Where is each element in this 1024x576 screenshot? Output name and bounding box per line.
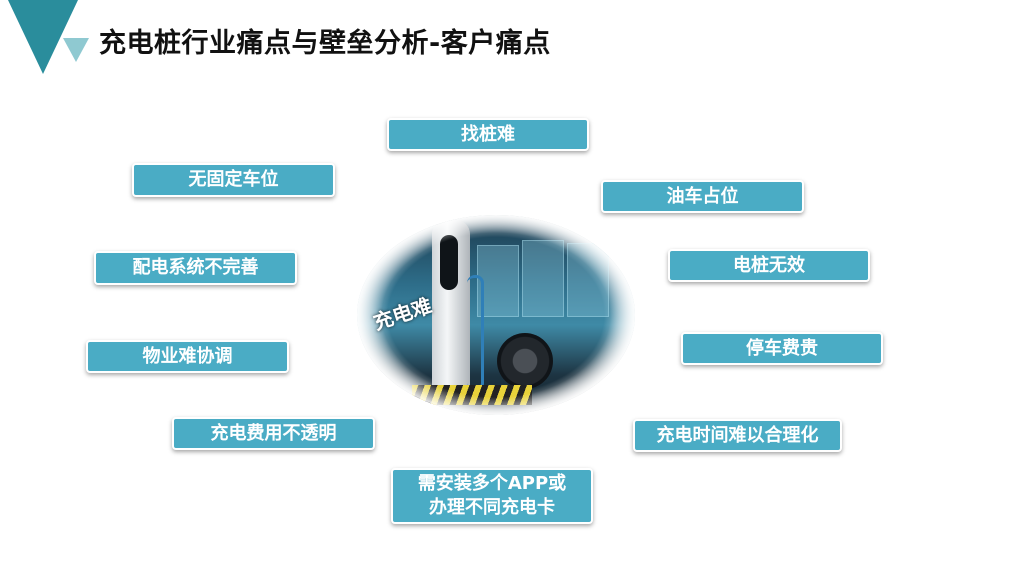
pain-point-tag: 充电时间难以合理化: [633, 419, 842, 452]
hub-image-charging-station: [357, 215, 635, 415]
pain-point-tag: 物业难协调: [86, 340, 289, 373]
pain-point-label-line2: 办理不同充电卡: [429, 497, 555, 518]
pain-point-label: 配电系统不完善: [132, 257, 259, 278]
pain-point-label: 电桩无效: [733, 254, 805, 276]
pain-point-tag: 找桩难: [387, 118, 589, 151]
pain-point-tag: 电桩无效: [668, 249, 870, 282]
pain-point-label: 无固定车位: [188, 169, 279, 190]
header-accent-triangle: [8, 0, 78, 74]
pain-point-tag: 无固定车位: [132, 163, 335, 197]
hub-vignette: [357, 215, 635, 415]
pain-point-label: 充电费用不透明: [210, 422, 337, 444]
pain-point-tag: 需安装多个APP或 办理不同充电卡: [391, 468, 593, 524]
pain-point-label: 充电时间难以合理化: [656, 424, 819, 446]
page-title: 充电桩行业痛点与壁垒分析-客户痛点: [99, 28, 551, 59]
pain-point-label: 停车费贵: [746, 337, 818, 359]
pain-point-label: 找桩难: [461, 123, 515, 145]
pain-point-label: 物业难协调: [142, 345, 233, 367]
pain-point-tag: 充电费用不透明: [172, 417, 375, 450]
pain-point-tag: 油车占位: [601, 180, 804, 213]
pain-point-tag: 配电系统不完善: [94, 251, 297, 285]
pain-point-label-line1: 需安装多个APP或: [417, 473, 567, 494]
pain-point-label: 油车占位: [666, 185, 739, 207]
header-accent-small-triangle: [63, 38, 89, 62]
pain-point-tag: 停车费贵: [681, 332, 883, 365]
